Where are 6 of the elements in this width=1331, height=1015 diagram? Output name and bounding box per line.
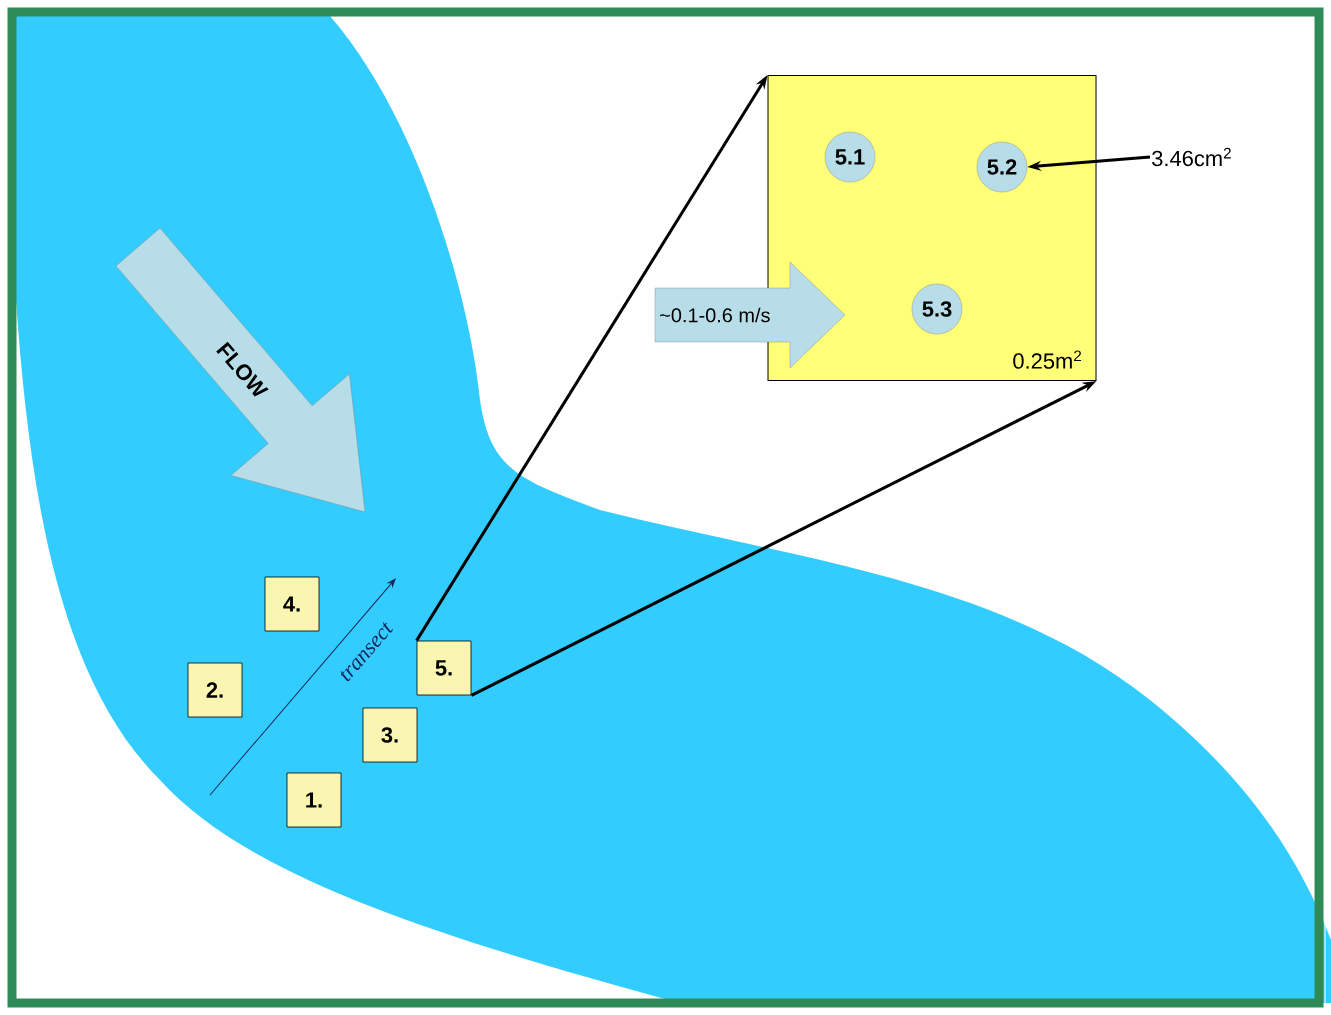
site-box: 4. xyxy=(264,576,320,632)
site-box: 1. xyxy=(286,772,342,828)
site-box: 2. xyxy=(187,662,243,718)
site-box: 3. xyxy=(362,707,418,763)
area-label: 3.46cm$^{2}$ xyxy=(1152,147,1231,167)
site-box: 5. xyxy=(416,640,472,696)
